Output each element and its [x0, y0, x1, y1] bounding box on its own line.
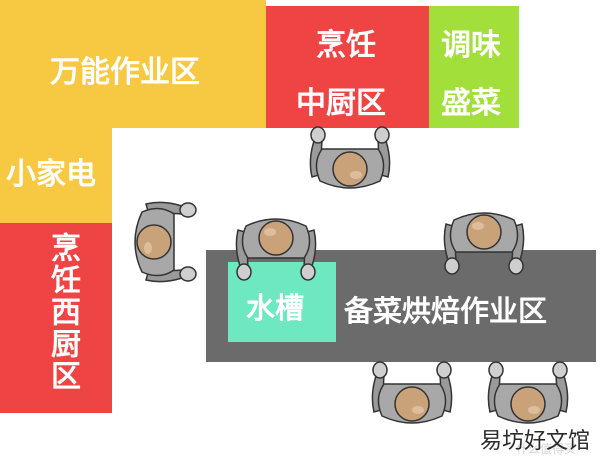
small-appliances-label: 小家电	[6, 157, 96, 192]
multipurpose-zone-top	[0, 0, 266, 128]
prep-bake-label: 备菜烘焙作业区	[344, 294, 548, 328]
cooking-chinese-label-line2: 中厨区	[296, 86, 386, 121]
watermark-text: 易坊好文馆	[479, 429, 590, 454]
multipurpose-zone-left	[0, 128, 112, 223]
cooking-western-zone	[0, 223, 112, 413]
seasoning-label-line1: 调味	[441, 28, 501, 63]
person-figure	[443, 212, 525, 275]
cooking-chinese-label-line1: 烹饪	[316, 28, 376, 63]
sink-label: 水槽	[246, 291, 305, 325]
seasoning-label-line2: 盛菜	[441, 86, 501, 121]
cooking-western-label: 烹饪西厨区	[45, 232, 80, 392]
seasoning-zone	[429, 6, 519, 128]
person-figure	[235, 218, 317, 281]
cooking-chinese-zone	[266, 6, 429, 128]
watermark-subtext: 什么值得买	[515, 442, 576, 456]
multipurpose-label: 万能作业区	[50, 55, 200, 90]
person-figure	[134, 201, 197, 283]
person-figure	[371, 361, 453, 424]
